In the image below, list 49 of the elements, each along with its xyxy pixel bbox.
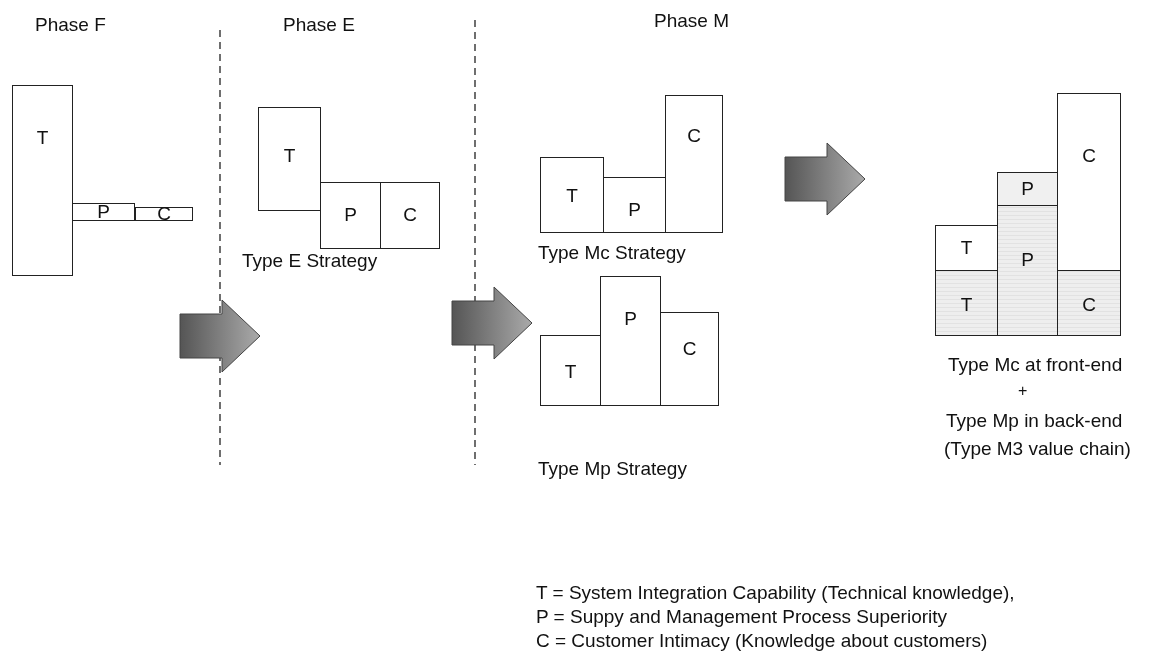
- bar-letter: T: [565, 186, 579, 205]
- strategy-caption: Type Mp in back-end: [946, 410, 1123, 432]
- legend-note: P = Suppy and Management Process Superiority: [536, 606, 948, 628]
- bar-segment: [72, 203, 135, 221]
- bar-letter: P: [343, 205, 358, 224]
- bar-letter: C: [402, 205, 418, 224]
- bar-letter: C: [1081, 146, 1097, 165]
- bar-letter: C: [681, 339, 698, 358]
- bar-letter: P: [623, 309, 638, 328]
- bar-segment: [603, 177, 666, 233]
- bar-letter: T: [282, 146, 297, 165]
- bar-segment: [660, 312, 719, 406]
- bar-segment: [935, 270, 998, 336]
- bar-letter: T: [959, 295, 974, 314]
- strategy-caption: Type Mp Strategy: [538, 458, 687, 480]
- bar-letter: T: [563, 362, 578, 381]
- bar-letter: P: [1020, 250, 1035, 269]
- bar-segment: [1057, 270, 1121, 336]
- strategy-caption: Type E Strategy: [242, 250, 378, 272]
- bar-letter: T: [959, 238, 974, 257]
- bar-letter: T: [35, 128, 50, 147]
- bar-segment: [258, 107, 321, 211]
- strategy-caption: Type Mc Strategy: [538, 242, 686, 264]
- bar-letter: C: [1081, 295, 1097, 314]
- legend-note: T = System Integration Capability (Technical knowledge),: [536, 582, 1015, 604]
- bar-segment: [935, 225, 998, 271]
- bar-segment: [1057, 93, 1121, 271]
- bar-segment: [540, 335, 601, 406]
- phase-heading: Phase M: [654, 10, 729, 32]
- bar-segment: [997, 172, 1058, 206]
- phase-heading: Phase E: [283, 14, 355, 36]
- bar-segment: [997, 205, 1058, 336]
- bar-segment: [135, 207, 193, 221]
- bar-segment: [320, 182, 381, 249]
- strategy-caption: +: [1018, 382, 1028, 400]
- bar-segment: [665, 95, 723, 233]
- bar-segment: [380, 182, 440, 249]
- phase-heading: Phase F: [35, 14, 106, 36]
- bar-letter: C: [686, 126, 702, 145]
- bar-segment: [540, 157, 604, 233]
- legend-note: C = Customer Intimacy (Knowledge about customers): [536, 630, 988, 652]
- strategy-caption: Type Mc at front-end: [948, 354, 1123, 376]
- bar-letter: P: [96, 202, 111, 221]
- bar-segment: [12, 85, 73, 276]
- bar-letter: P: [1020, 179, 1035, 198]
- strategy-caption: (Type M3 value chain): [944, 438, 1131, 460]
- bar-segment: [600, 276, 661, 406]
- bar-letter: C: [156, 204, 172, 223]
- bar-letter: P: [627, 200, 642, 219]
